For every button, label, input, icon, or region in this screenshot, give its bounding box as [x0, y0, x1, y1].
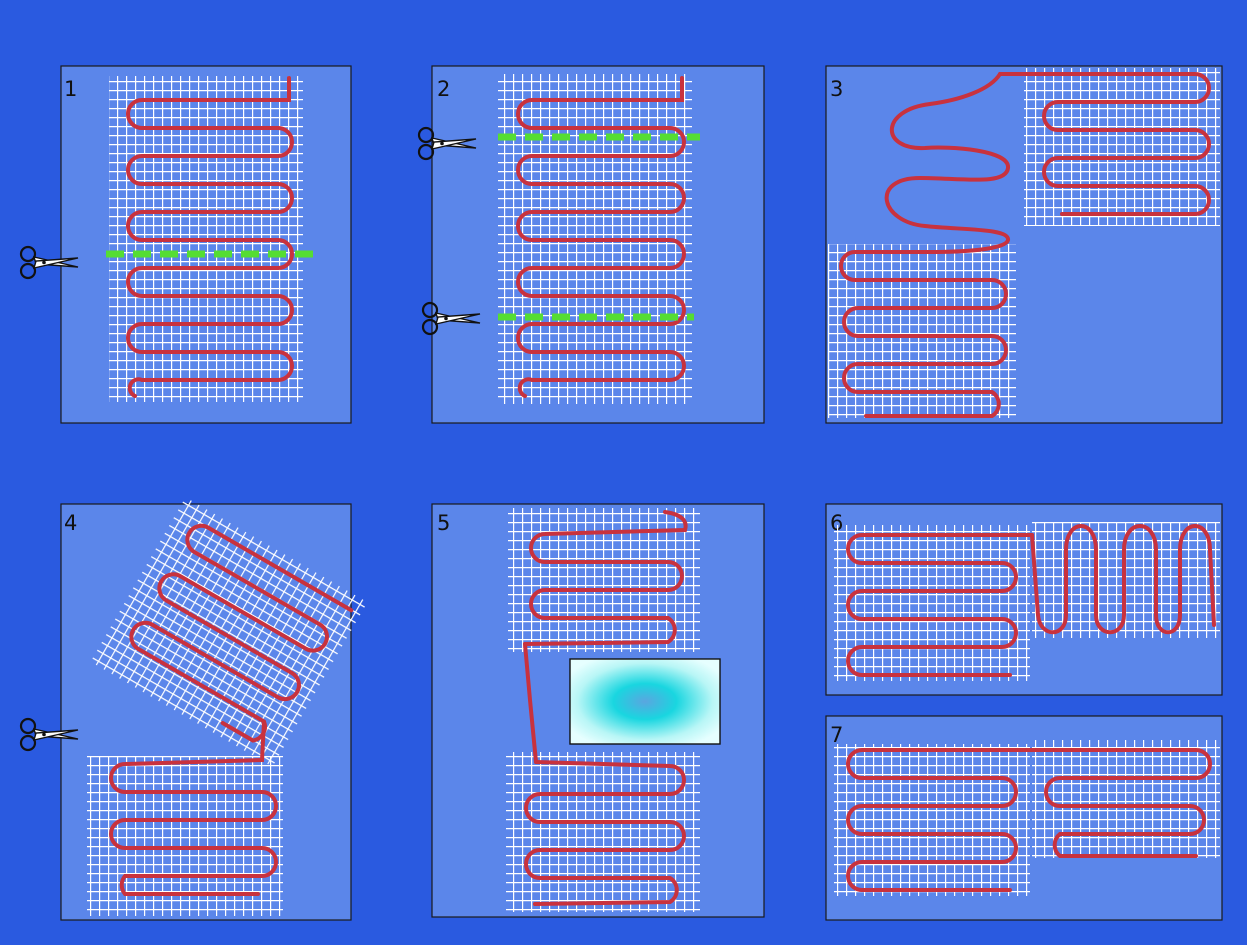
heating-cable-bottom — [839, 250, 1008, 418]
heating-cable-link — [523, 642, 538, 764]
heating-mat — [87, 756, 283, 916]
heating-cable-bottom — [524, 760, 686, 906]
panel-5-number: 5 — [437, 511, 450, 535]
obstacle-area — [569, 658, 721, 745]
panel-3-number: 3 — [830, 77, 843, 101]
heating-cable-top — [523, 510, 688, 646]
panel-2: 2 — [417, 65, 765, 424]
heating-mat-top — [1024, 68, 1220, 226]
heating-mat-bottom — [506, 752, 700, 912]
heating-cable-loose — [884, 72, 1010, 254]
heating-mat-left — [834, 744, 1030, 896]
heating-cable-right — [1030, 524, 1216, 635]
heating-cable-top — [998, 72, 1211, 216]
panel-1-number: 1 — [64, 77, 77, 101]
panel-2-number: 2 — [437, 77, 450, 101]
panel-4-number: 4 — [64, 511, 77, 535]
heating-mat-right — [1032, 740, 1220, 858]
panel-7: 7 — [825, 715, 1223, 921]
heating-cable — [516, 76, 686, 398]
heating-cable — [126, 76, 294, 398]
heating-cable-left — [846, 748, 1034, 892]
panel-3: 3 — [825, 65, 1223, 424]
heating-cable — [129, 523, 354, 743]
panel-5: 5 — [431, 503, 765, 918]
heating-mat — [90, 497, 368, 767]
heating-cable-right — [1030, 748, 1212, 858]
panel-6: 6 — [825, 503, 1223, 696]
panel-7-number: 7 — [830, 723, 843, 747]
rotated-mat-section — [90, 497, 368, 767]
heating-cable — [109, 720, 278, 896]
heating-mat-bottom — [828, 244, 1016, 418]
panel-1: 1 — [19, 65, 352, 424]
panel-4: 4 — [19, 497, 368, 921]
heating-mat-left — [834, 525, 1030, 681]
heating-cable-left — [846, 533, 1034, 677]
